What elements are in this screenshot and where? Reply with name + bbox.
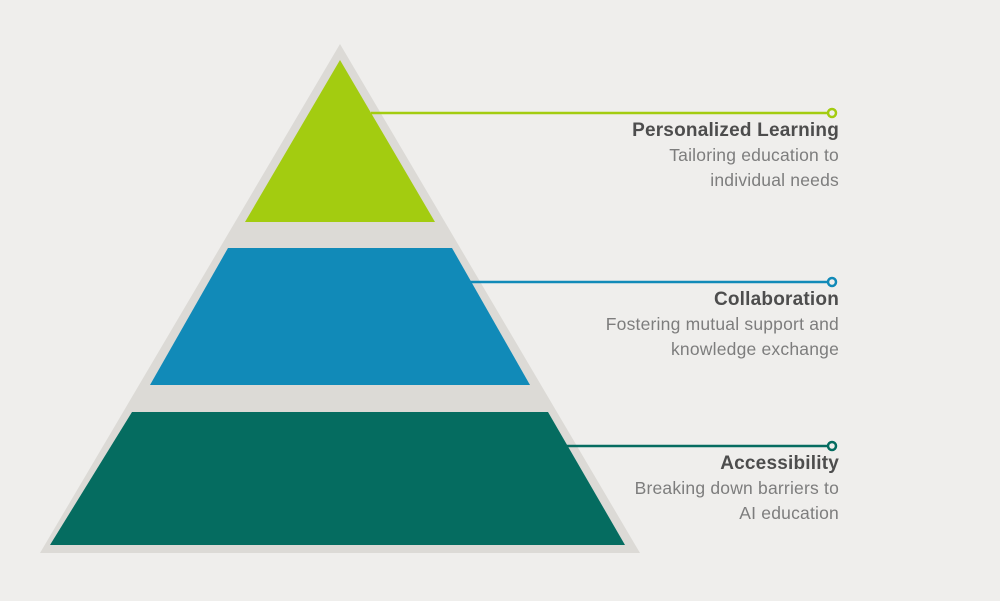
tier-connector-endpoint-icon-personalized-learning [826,107,838,119]
tier-desc-line2: AI education [739,503,839,523]
tier-connector-endpoint-icon-accessibility [826,440,838,452]
tier-desc-line2: knowledge exchange [670,339,839,359]
tier-connector-endpoint-icon-collaboration [826,276,838,288]
label-group-personalized-learning: Personalized Learning Tailoring educatio… [632,118,839,193]
tier-title-accessibility: Accessibility [720,453,839,474]
label-group-collaboration: Collaboration Fostering mutual support a… [606,287,839,362]
tier-desc-line1: Tailoring education to [669,145,839,165]
tier-shape-collaboration [150,248,530,385]
tier-desc-line1: Breaking down barriers to [634,478,839,498]
tier-title-collaboration: Collaboration [713,289,839,310]
tier-title-personalized-learning: Personalized Learning [632,120,839,141]
tier-desc-line2: individual needs [710,170,839,190]
tier-desc-line1: Fostering mutual support and [605,314,839,334]
label-group-accessibility: Accessibility Breaking down barriers to … [635,451,839,526]
tier-shape-personalized-learning [245,60,435,222]
tier-shape-accessibility [50,412,625,545]
